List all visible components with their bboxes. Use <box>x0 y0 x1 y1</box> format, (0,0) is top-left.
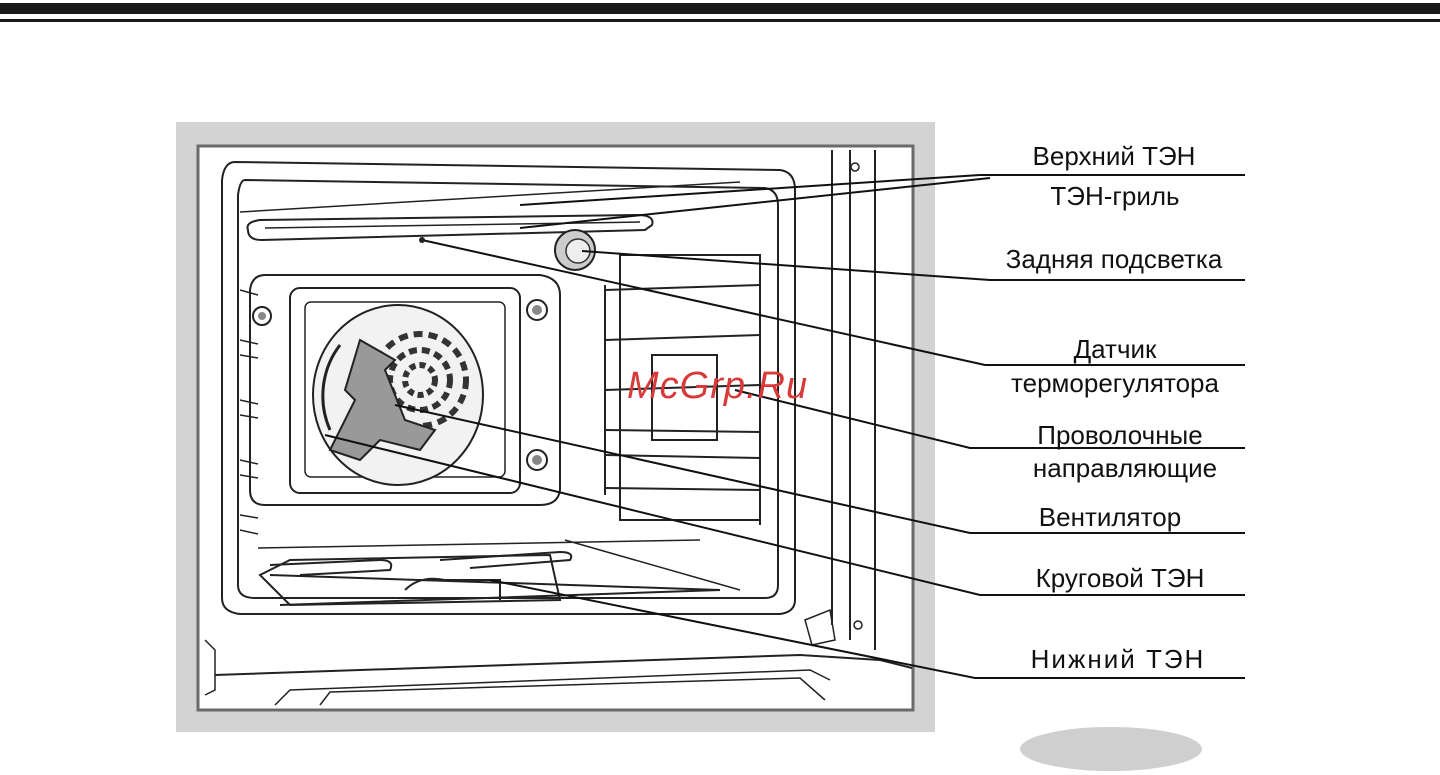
label-upper-heater: Верхний ТЭН <box>1012 141 1216 171</box>
label-wire-guides-1: Проволочные <box>1020 420 1220 450</box>
label-grill-heater: ТЭН-гриль <box>1030 181 1200 211</box>
watermark-text: McGrp.Ru <box>627 365 808 408</box>
label-rear-light: Задняя подсветка <box>984 244 1244 274</box>
page-number-oval <box>1020 727 1202 771</box>
label-lower-heater: Нижний ТЭН <box>1006 644 1230 674</box>
label-fan: Вентилятор <box>1020 502 1200 532</box>
label-circular-heater: Круговой ТЭН <box>1010 563 1230 593</box>
label-wire-guides-2: направляющие <box>1010 453 1240 483</box>
fan-shape <box>313 305 483 485</box>
label-thermostat-sensor-1: Датчик <box>1040 334 1190 364</box>
label-thermostat-sensor-2: терморегулятора <box>984 368 1246 398</box>
